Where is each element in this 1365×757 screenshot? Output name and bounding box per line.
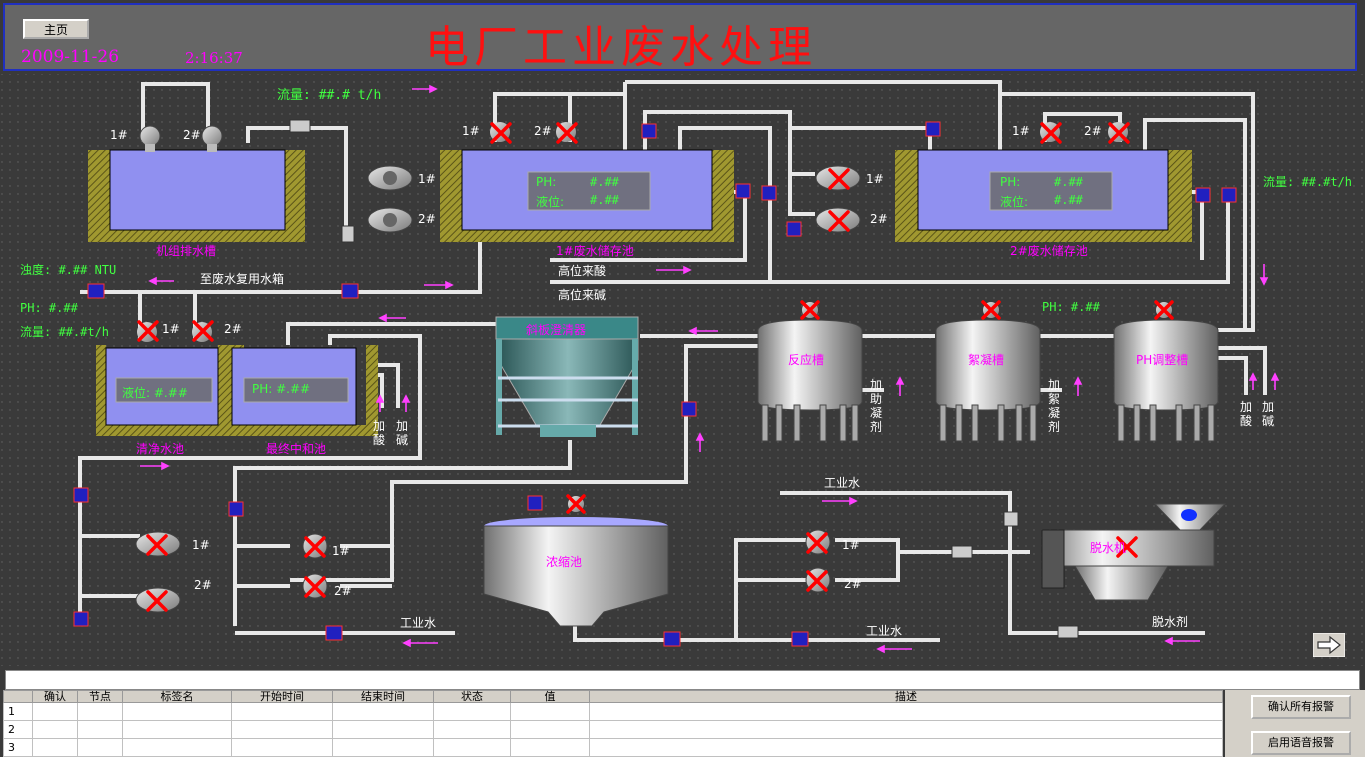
ph-adjust-label: PH调整槽 [1136,353,1189,367]
pump-label-13: 1# [192,538,210,552]
pump-label-1: 1# [110,128,128,142]
thickener-label: 浓缩池 [546,555,583,569]
row-index: 2 [3,720,33,739]
alarm-col-value[interactable]: 值 [510,690,590,703]
pump-label-4: 2# [418,212,436,226]
alarm-col-start[interactable]: 开始时间 [231,690,333,703]
tank-ph-adjust [1113,319,1219,442]
next-page-arrow-icon[interactable] [1313,633,1345,657]
flocculant-label: 加絮凝剂 [1048,378,1061,434]
clarifier-label: 斜板澄清器 [526,323,587,337]
neutral-alkali-label: 加碱 [396,419,409,447]
ph-acid-label: 加酸 [1240,400,1253,428]
tank-flocculation [935,319,1041,442]
pump-label-15: 1# [332,544,350,558]
alarm-col-index [3,690,33,703]
enable-voice-alarm-button[interactable]: 启用语音报警 [1251,731,1351,755]
pump-label-6: 2# [534,124,552,138]
row-index: 1 [3,702,33,721]
industrial-water-label-c: 工业水 [866,624,903,638]
clarifier [495,316,639,437]
ph-right-reading: PH: #.## [1042,300,1100,314]
alarm-col-end[interactable]: 结束时间 [332,690,434,703]
table-row[interactable]: 1 [3,702,1223,721]
dewater-agent-label: 脱水剂 [1152,615,1189,629]
tank-waste-1 [440,149,734,242]
neutral-acid-label: 加酸 [373,419,386,447]
valves [73,119,1237,647]
industrial-water-label-b: 工业水 [400,616,437,630]
pump-label-2: 2# [183,128,201,142]
flow-top-reading: 流量: ##.# t/h [277,88,382,103]
dewater-machine [1041,503,1227,601]
pump-label-18: 2# [844,577,862,591]
waste1-ph-value: #.## [590,175,619,189]
process-diagram [0,74,1365,666]
dewater-label: 脱水机 [1090,541,1127,555]
tank-final-neutral [230,345,378,436]
pump-label-8: 2# [870,212,888,226]
final-neutral-ph: PH: #.## [252,382,311,396]
tank-reaction [757,319,863,442]
alarm-col-node[interactable]: 节点 [77,690,123,703]
flow-left-reading: 流量: ##.#t/h [20,325,110,339]
row-index: 3 [3,738,33,757]
flow-right-reading: 流量: ##.#t/h [1263,175,1353,189]
pump-label-12: 2# [224,322,242,336]
waste2-level-label: 液位: [1000,195,1029,209]
reaction-label: 反应槽 [788,353,825,367]
waste1-level-label: 液位: [536,195,565,209]
pump-label-14: 2# [194,578,212,592]
table-row[interactable]: 3 [3,738,1223,757]
waste2-label: 2#废水储存池 [1010,244,1088,258]
pump-label-17: 1# [842,538,860,552]
header-bar: 主页 2009-11-26 2:16:37 电厂工业废水处理 [3,3,1357,73]
pump-label-10: 2# [1084,124,1102,138]
final-neutral-label: 最终中和池 [266,442,327,456]
alarm-col-ack[interactable]: 确认 [32,690,78,703]
table-row[interactable]: 2 [3,720,1223,739]
turbidity-reading: 浊度: #.## NTU [20,263,117,277]
waste2-ph-value: #.## [1054,175,1083,189]
page-title: 电厂工业废水处理 [425,22,817,73]
date-display: 2009-11-26 [21,47,120,67]
alarm-message-strip [5,670,1360,690]
to-reuse-tank-label: 至废水复用水箱 [200,272,285,286]
high-acid-label: 高位来酸 [558,264,607,278]
tank-waste-2 [895,149,1192,242]
waste2-ph-label: PH: [1000,175,1021,189]
alarm-col-desc[interactable]: 描述 [589,690,1223,703]
time-display: 2:16:37 [185,49,243,67]
flocculation-label: 絮凝槽 [968,353,1005,367]
ph-alkali-label: 加碱 [1262,400,1275,428]
alarm-col-tag[interactable]: 标签名 [122,690,232,703]
unit-drain-label: 机组排水槽 [156,244,217,258]
alarm-table: 确认 节点 标签名 开始时间 结束时间 状态 值 描述 1 2 3 [3,690,1223,757]
coagulant-aid-label: 加助凝剂 [870,378,883,434]
pump-label-16: 2# [334,584,352,598]
pump-label-11: 1# [162,322,180,336]
waste1-level-value: #.## [590,193,619,207]
home-button[interactable]: 主页 [23,19,89,39]
ack-all-alarms-button[interactable]: 确认所有报警 [1251,695,1351,719]
high-alkali-label: 高位来碱 [558,288,607,302]
fault-marks [137,122,1174,612]
waste2-level-value: #.## [1054,193,1083,207]
ph-left-reading: PH: #.## [20,301,78,315]
pump-label-5: 1# [462,124,480,138]
tank-unit-drain [88,149,305,242]
clear-water-label: 清净水池 [136,442,185,456]
clear-water-level: 液位: #.## [122,386,188,400]
pump-label-9: 1# [1012,124,1030,138]
flow-arrows [140,84,1280,654]
pump-label-7: 1# [866,172,884,186]
waste1-label: 1#废水储存池 [556,244,634,258]
industrial-water-label-a: 工业水 [824,476,861,490]
waste1-ph-label: PH: [536,175,557,189]
alarm-button-panel: 确认所有报警 启用语音报警 [1225,690,1365,757]
pump-label-3: 1# [418,172,436,186]
alarm-col-status[interactable]: 状态 [433,690,511,703]
thickener [483,517,669,627]
